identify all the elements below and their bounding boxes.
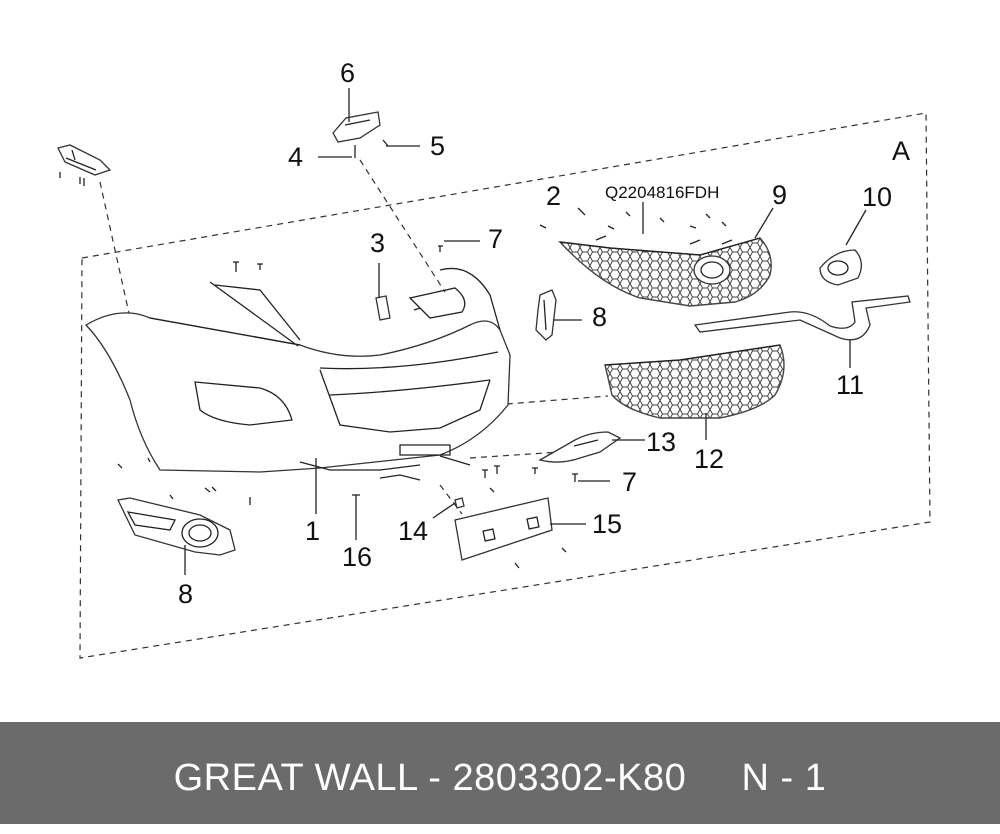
upper-bracket [332,111,389,158]
callout-13: 13 [646,427,676,457]
stud-bolt [352,494,360,508]
grille-clips [539,207,727,230]
callout-9: 9 [772,180,787,210]
callout-6: 6 [340,58,355,88]
small-clip [454,497,465,509]
callout-2: 2 [546,181,561,211]
front-bumper [84,267,511,481]
clip-part [375,295,391,321]
side-bracket-right [535,289,557,341]
callout-5: 5 [430,131,445,161]
callout-14: 14 [398,516,428,546]
assembly-line-part6 [359,159,446,293]
lower-trim [538,431,622,463]
chrome-molding [693,295,911,341]
assembly-line-bracket [99,181,131,319]
callout-8-right: 8 [592,302,607,332]
bumper-screws [233,245,443,311]
lower-grille [604,344,785,419]
license-plate-bracket [454,497,567,569]
callout-8-left: 8 [178,579,193,609]
callout-16: 16 [342,542,372,572]
callout-11: 11 [836,370,864,400]
callout-7-upper: 7 [488,224,503,254]
left-bumper-bracket [57,144,112,186]
leader-lines [184,88,867,575]
upper-grille [558,235,772,307]
assembly-line-grille-lower [429,395,609,411]
callout-4: 4 [288,142,303,172]
part-code-label: Q2204816FDH [605,183,719,202]
callout-15: 15 [592,509,622,539]
callout-7-lower: 7 [622,467,637,497]
callout-1: 1 [305,516,320,546]
callout-10: 10 [862,182,892,212]
callout-12: 12 [694,444,724,474]
parts-diagram: A Q2204816FDH 1 2 3 4 5 6 7 7 8 8 9 10 1… [57,58,931,659]
section-boundary [79,112,931,659]
lower-screws [482,465,578,493]
callout-3: 3 [370,228,385,258]
fog-lamp-bezel-left [117,457,251,556]
footer-bar: GREAT WALL - 2803302-K80 N - 1 [0,722,1000,824]
footer-caption: GREAT WALL - 2803302-K80 N - 1 [173,757,827,799]
assembly-line-part13 [469,451,561,459]
fog-lamp-trim [819,249,862,286]
section-label: A [892,136,910,166]
